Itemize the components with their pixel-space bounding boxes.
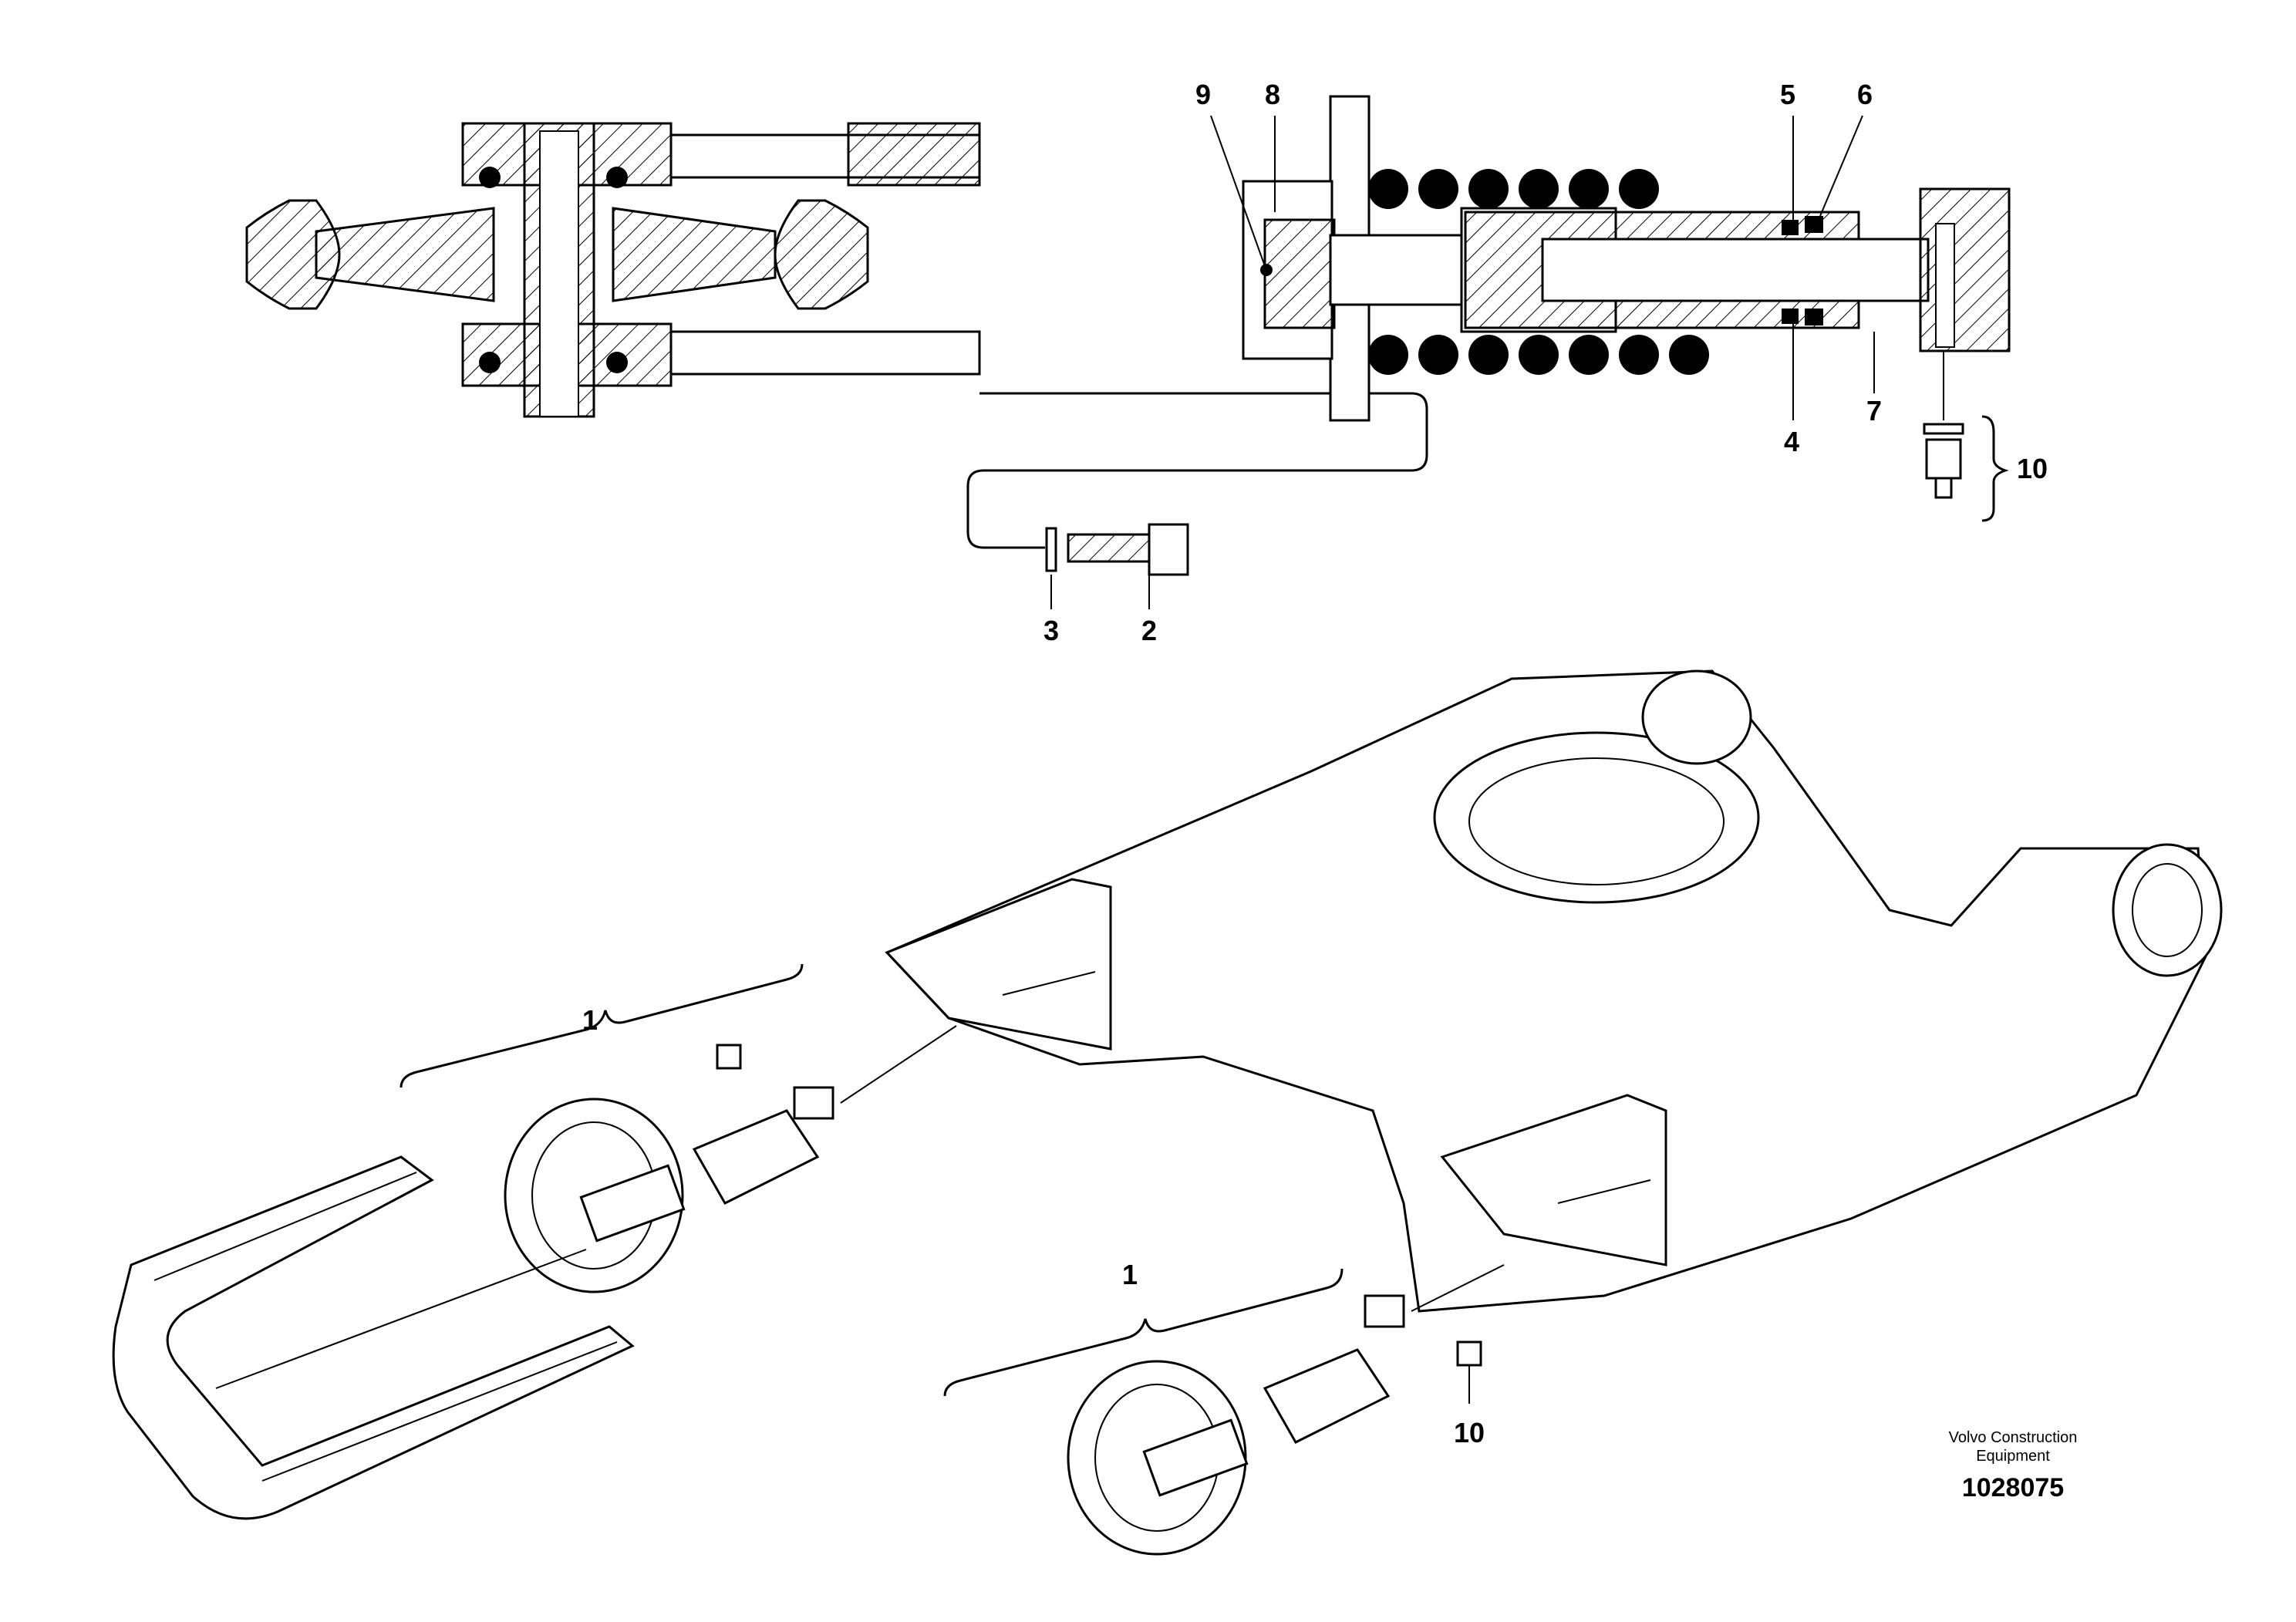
spring-end-cap-lower — [1364, 1294, 1405, 1328]
idler-yoke-upper — [579, 1164, 686, 1243]
left-side-frame-front — [885, 878, 1112, 1050]
spring-rod-front — [1329, 234, 1471, 306]
idler-upper-arm-end — [847, 122, 981, 187]
seal-5 — [1782, 220, 1799, 235]
spring-coil — [1418, 335, 1458, 375]
callout-7: 7 — [1866, 395, 1882, 427]
callout-2: 2 — [1141, 615, 1157, 646]
callout-10-top: 10 — [2017, 453, 2048, 484]
spring-coil — [1519, 335, 1559, 375]
track-motor-mount — [2112, 843, 2223, 977]
spring-coil — [1468, 335, 1509, 375]
spring-coil — [1569, 169, 1609, 209]
spring-coil — [1569, 335, 1609, 375]
grease-valve-lower — [1456, 1340, 1482, 1367]
leader-6 — [1819, 115, 1863, 217]
rubber-track — [112, 1155, 635, 1520]
callout-6: 6 — [1857, 79, 1873, 110]
seal-ring — [479, 167, 501, 188]
idler-lower-arm — [669, 330, 981, 376]
pin-and-bolt-detail — [1045, 523, 1189, 609]
track-outline — [112, 1155, 635, 1520]
swing-bearing-inner — [1468, 757, 1725, 885]
bolt-2-head — [1148, 523, 1189, 576]
spring-nut-section — [1263, 218, 1336, 329]
seal-4 — [1782, 309, 1799, 324]
idler-web-section — [315, 207, 495, 302]
seal-4b — [1805, 309, 1823, 325]
callout-8: 8 — [1265, 79, 1280, 110]
callout-1-lower: 1 — [1122, 1259, 1138, 1290]
track-motor-mount-inner — [2132, 863, 2203, 957]
idler-center-pin — [539, 130, 579, 417]
spring-coil — [1468, 169, 1509, 209]
grease-valve-upper — [716, 1044, 742, 1070]
spring-coil — [1669, 335, 1709, 375]
brand-line-1: Volvo Construction — [1949, 1429, 2078, 1446]
seal-ring — [606, 167, 628, 188]
callout-4: 4 — [1784, 426, 1799, 457]
pin-9-hole — [1260, 264, 1273, 276]
callout-1-upper: 1 — [582, 1004, 598, 1036]
grease-fitting-bore — [1935, 223, 1955, 348]
spring-coil — [1418, 169, 1458, 209]
seal-ring — [479, 352, 501, 373]
spring-rear-block — [1919, 187, 2011, 352]
spring-end-cap-upper — [793, 1086, 834, 1120]
callout-9: 9 — [1195, 79, 1211, 110]
spring-coil — [1368, 169, 1408, 209]
bracket-1-upper — [400, 963, 804, 1088]
idler-assembly-upper — [504, 1025, 957, 1293]
brace-10 — [1981, 415, 2009, 522]
recoil-spring-upper — [692, 1109, 820, 1205]
spring-coil — [1368, 335, 1408, 375]
spring-coil — [1519, 169, 1559, 209]
rear-motor-mount — [1641, 669, 1752, 765]
idler-web-section-right — [612, 207, 777, 302]
drawing-number: 1028075 — [1962, 1473, 2064, 1502]
recoil-spring-section — [1242, 95, 2011, 422]
idler-rim-section-right — [774, 199, 869, 310]
recoil-spring-lower — [1263, 1348, 1391, 1444]
grease-valve-detail — [1923, 351, 2009, 522]
leader-9 — [1210, 115, 1266, 267]
spring-rod-bore — [1541, 238, 1930, 302]
idler-assembly-lower — [1067, 1264, 1505, 1556]
callout-3: 3 — [1043, 615, 1059, 646]
callout-10-bottom: 10 — [1454, 1417, 1485, 1448]
idler-wheel-cross-section — [245, 122, 981, 418]
seal-ring — [606, 352, 628, 373]
callout-5: 5 — [1780, 79, 1795, 110]
seal-6 — [1805, 216, 1823, 233]
spring-coil — [1619, 335, 1659, 375]
idler-yoke-lower — [1142, 1418, 1249, 1497]
leader-bracket-line — [966, 392, 1428, 549]
bracket-1-lower — [943, 1268, 1344, 1397]
bolt-2-shank — [1067, 533, 1155, 563]
pin-3 — [1045, 527, 1057, 572]
spring-coil — [1619, 169, 1659, 209]
right-side-frame-front — [1440, 1094, 1667, 1266]
undercarriage-frame — [885, 669, 2223, 1313]
brand-line-2: Equipment — [1976, 1448, 2050, 1465]
